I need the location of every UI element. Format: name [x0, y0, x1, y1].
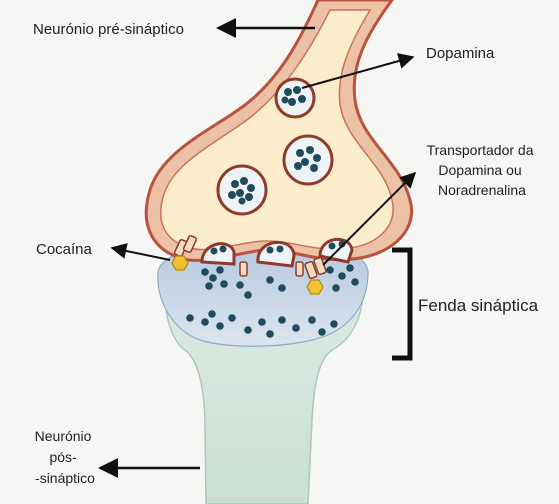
label-postsynaptic-line-3: -sináptico [35, 470, 95, 486]
vesicle [276, 79, 314, 117]
label-presynaptic-neuron: Neurónio pré-sináptico [33, 21, 184, 38]
cleft-bracket [392, 250, 410, 358]
label-transporter: Transportador da Dopamina ou Noradrenali… [427, 142, 538, 198]
label-postsynaptic-line-1: Neurónio [35, 428, 92, 444]
label-transporter-line-2: Dopamina ou [438, 162, 521, 178]
vesicle [218, 166, 266, 214]
label-dopamine: Dopamina [426, 45, 495, 62]
label-synaptic-cleft: Fenda sináptica [418, 296, 539, 315]
label-postsynaptic-line-2: pós- [49, 449, 77, 465]
vesicle [284, 136, 332, 184]
cocaine-molecule [172, 256, 188, 270]
cocaine-arrow [112, 248, 170, 260]
label-transporter-line-3: Noradrenalina [438, 182, 526, 198]
cocaine-molecule [307, 280, 323, 294]
label-cocaine: Cocaína [36, 241, 93, 258]
label-postsynaptic-neuron: Neurónio pós- -sináptico [35, 428, 96, 486]
docked-vesicle [258, 242, 294, 266]
label-transporter-line-1: Transportador da [427, 142, 534, 158]
